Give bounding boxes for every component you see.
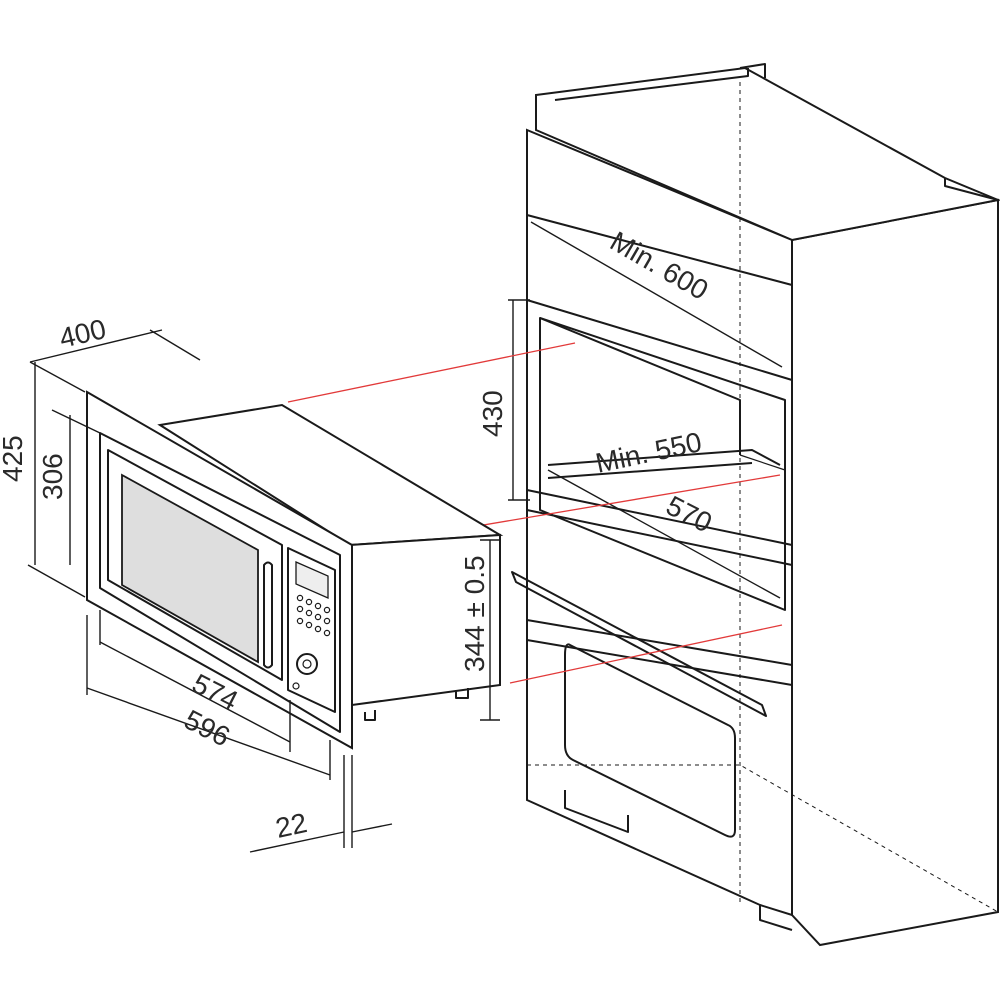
- cabinet-side-panel: [791, 198, 999, 947]
- control-button[interactable]: [323, 629, 331, 637]
- control-button[interactable]: [314, 602, 322, 610]
- cabinet-opening-height-label: 430: [477, 390, 508, 437]
- microwave-height-label: 425: [0, 435, 28, 482]
- microwave-window: [121, 473, 259, 664]
- control-knob[interactable]: [296, 653, 318, 675]
- control-button[interactable]: [305, 598, 313, 606]
- cabinet-front-frame: [526, 128, 793, 917]
- cabinet: [511, 63, 1000, 947]
- microwave-body-height-label: 344 ± 0.5: [459, 555, 490, 672]
- control-button[interactable]: [305, 621, 313, 629]
- control-button[interactable]: [296, 605, 304, 613]
- control-button[interactable]: [296, 617, 304, 625]
- control-button[interactable]: [296, 594, 304, 602]
- oven-handle: [511, 571, 767, 717]
- control-button[interactable]: [314, 625, 322, 633]
- control-buttons: [296, 594, 331, 637]
- control-button[interactable]: [314, 613, 322, 621]
- microwave: [86, 390, 504, 750]
- cabinet-niche-opening: [539, 317, 786, 611]
- microwave-inner-height-label: 306: [37, 453, 68, 500]
- oven-window: [564, 643, 736, 838]
- microwave-frame-depth-label: 22: [273, 807, 310, 844]
- microwave-door-handle: [263, 561, 273, 669]
- microwave-dimensions: 400 425 306 574 596 22 344 ± 0.5: [0, 313, 500, 853]
- control-button[interactable]: [305, 609, 313, 617]
- control-button[interactable]: [292, 682, 300, 690]
- control-button[interactable]: [323, 606, 331, 614]
- control-panel: [287, 547, 336, 713]
- microwave-depth-label: 400: [56, 313, 108, 354]
- display-screen: [295, 561, 329, 599]
- control-button[interactable]: [323, 617, 331, 625]
- microwave-door: [99, 432, 341, 733]
